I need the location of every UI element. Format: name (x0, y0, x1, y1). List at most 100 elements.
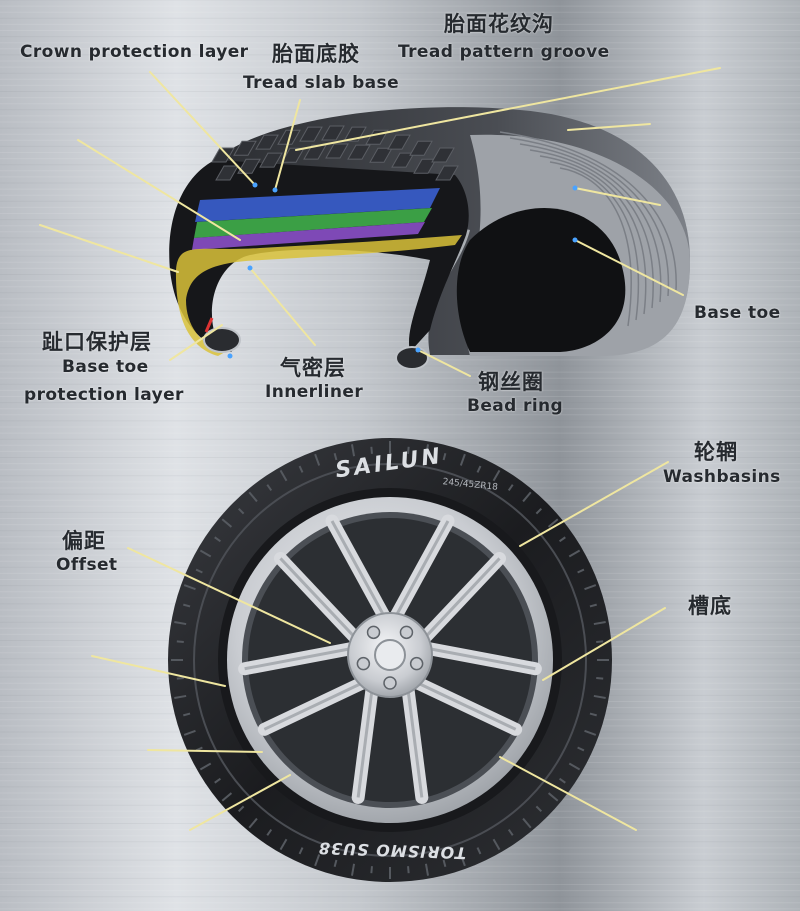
tread-block (435, 165, 459, 181)
sidewall-tick (370, 866, 373, 874)
sidewall-tick (237, 805, 245, 813)
sidewall-tick (199, 549, 212, 558)
sidewall-tick (522, 817, 532, 829)
sidewall-tick (442, 453, 447, 461)
endpoint-dot (415, 347, 421, 353)
leader-tread-base (274, 99, 301, 191)
sidewall-tick (459, 854, 466, 867)
leader-offset (127, 547, 331, 644)
sidewall-tick (176, 640, 184, 643)
tread-block (233, 140, 257, 156)
sidewall-tick (547, 518, 559, 528)
sidewall-groove (539, 155, 647, 315)
sidewall-tick (314, 854, 321, 867)
sidewall-tick (183, 729, 196, 736)
rim-spoke-edge (244, 647, 351, 671)
sidewall-tick (558, 536, 566, 543)
leader-groove-bottom (542, 607, 666, 681)
rim-spoke-edge (263, 681, 363, 731)
leader-wheel-left-2 (147, 749, 263, 753)
sidewall-tick (476, 847, 482, 855)
sidewall-tick (350, 444, 356, 457)
sidewall-tick (214, 777, 222, 784)
tread-block (259, 152, 283, 168)
label-toe-protection-cn: 趾口保护层 (42, 330, 152, 354)
endpoint-dot (227, 353, 233, 359)
sidewall-tick (333, 859, 338, 867)
endpoint-dot (247, 265, 253, 271)
leader-toe-protection (169, 324, 223, 361)
sidewall-tick (199, 762, 212, 771)
wheel-assembly: SAILUN 245/45ZR18 TORISMO SU38 (168, 438, 612, 882)
sidewall-groove (529, 149, 654, 309)
label-groove-bottom-cn: 槽底 (688, 594, 732, 618)
leader-endpoints (227, 182, 578, 359)
leader-groove-3 (574, 187, 661, 206)
tire-sidewall-ring (193, 463, 587, 857)
lug-nut (399, 625, 414, 640)
tread-block (321, 125, 345, 141)
tread-block (431, 147, 455, 163)
label-tread-groove-cn: 胎面花纹沟 (444, 12, 554, 36)
tread-block (299, 126, 323, 142)
sidewall-tick (507, 484, 514, 492)
rim-spoke-edge (279, 557, 356, 638)
sidewall-tick (476, 465, 482, 473)
sidewall-tick (174, 620, 187, 626)
sidewall-tick (248, 491, 258, 503)
rim-spokes (238, 514, 542, 804)
sidewall-tick (577, 568, 585, 574)
leader-lines (39, 67, 721, 831)
sidewall-tick (266, 484, 273, 492)
toe-protection-mark (204, 317, 214, 333)
sidewall-tick (266, 828, 273, 836)
sidewall-tick (176, 677, 184, 680)
rim-spoke-edge (394, 520, 450, 617)
sidewall-tick (370, 446, 373, 454)
sidewall-grooves (499, 131, 677, 327)
sidewall-tick (492, 469, 501, 482)
label-bead-ring-cn: 钢丝圈 (478, 370, 544, 394)
sidewall-tick (314, 453, 321, 466)
sidewall-tick (279, 838, 288, 851)
tread-block (387, 134, 411, 150)
sidewall-tick (584, 584, 597, 591)
leader-tread-groove-1 (295, 67, 721, 151)
label-tread-base-cn: 胎面底胶 (272, 42, 360, 66)
sidewall-tick (547, 792, 559, 802)
rim-spoke-edge (424, 557, 501, 638)
label-innerliner-cn: 气密层 (280, 356, 346, 380)
rim-spoke-edge (429, 647, 536, 671)
sidewall-tick (584, 729, 597, 736)
sidewall-tick (214, 536, 222, 543)
sidewall-tick (195, 568, 203, 574)
sidewall-tick (593, 694, 606, 700)
leader-wheel-left-1 (91, 655, 226, 687)
sidewall-tick (589, 603, 597, 608)
tread-block (237, 158, 261, 174)
sidewall-tick (237, 507, 245, 515)
sidewall-tick (183, 603, 191, 608)
sidewall-tick (535, 805, 543, 813)
endpoint-dot (572, 185, 578, 191)
leader-wheel-right-1 (499, 756, 637, 831)
sidewall-tick (558, 777, 566, 784)
sidewall-tick (407, 866, 410, 874)
label-base-toe-en: Base toe (694, 303, 781, 323)
tire-cross-section (169, 107, 690, 370)
label-offset-cn: 偏距 (62, 529, 106, 553)
rim-spoke-edge (417, 681, 517, 731)
bead-right (395, 346, 429, 370)
sidewall-tick (522, 491, 532, 503)
sidewall-tick (183, 584, 196, 591)
sidewall-tick (183, 712, 191, 717)
sidewall-tick (174, 694, 187, 700)
sidewall-groove (519, 143, 662, 303)
center-bore (374, 639, 406, 671)
leader-crown-protection (149, 71, 256, 186)
sidewall-tick (459, 453, 466, 466)
label-rim-en: Washbasins (663, 467, 781, 487)
sidewall-tick (407, 446, 410, 454)
endpoint-dot (272, 187, 278, 193)
